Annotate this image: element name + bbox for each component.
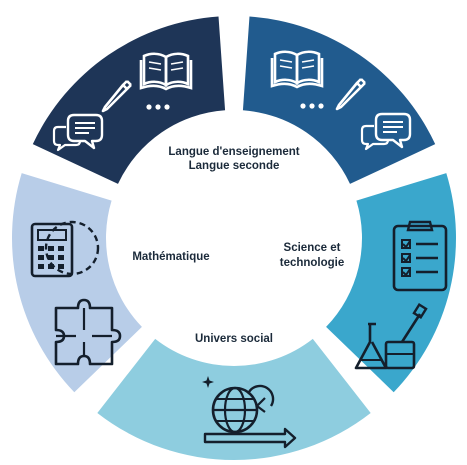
label-langue-enseignement: Langue d'enseignement <box>168 146 300 158</box>
segment-pale-blue <box>12 173 142 393</box>
ellipsis-icon <box>146 104 170 110</box>
label-technologie: technologie <box>279 257 345 269</box>
label-univers-social: Univers social <box>195 333 273 345</box>
label-science: Science et <box>283 242 341 254</box>
ellipsis-icon <box>300 103 324 109</box>
label-langue-seconde: Langue seconde <box>188 160 280 172</box>
label-mathematique: Mathématique <box>132 251 210 263</box>
segment-teal <box>326 173 456 393</box>
